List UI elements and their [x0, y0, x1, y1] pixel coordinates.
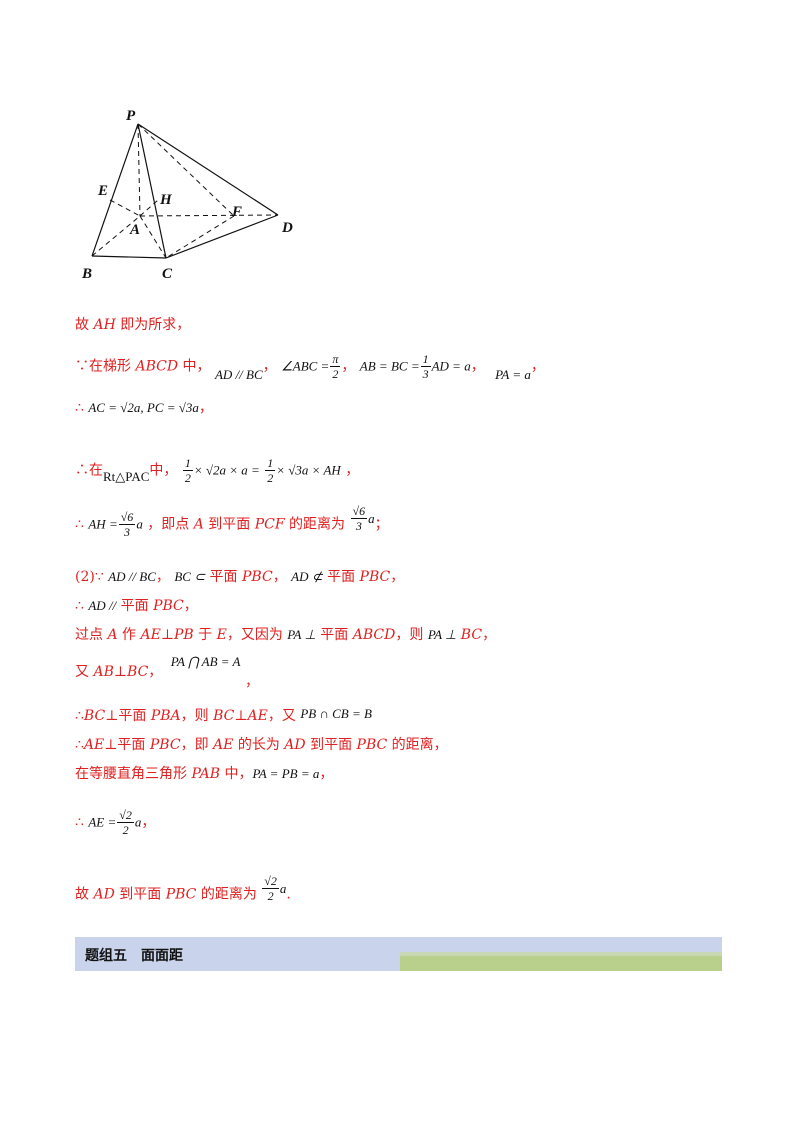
solution-line-10: ∴BC⊥平面 PBA，则 BC⊥AE，又 PB ∩ CB = B	[75, 706, 372, 724]
section-title: 题组五 面面距	[85, 948, 183, 964]
label-h: H	[159, 192, 173, 208]
solution-line-7: ∴ AD // 平面 PBC，	[75, 598, 198, 614]
section-banner: 题组五 面面距	[75, 937, 722, 971]
solution-line-9: 又 AB⊥BC， PA ⋂ AB = A ，	[75, 654, 259, 690]
label-f: F	[231, 204, 242, 220]
solution-line-3: ∴ AC = √2a, PC = √3a，	[75, 400, 213, 416]
solution-line-11: ∴AE⊥平面 PBC，即 AE 的长为 AD 到平面 PBC 的距离，	[75, 737, 448, 753]
solution-line-12: 在等腰直角三角形 PAB 中，PA = PB = a，	[75, 766, 334, 782]
label-a: A	[129, 222, 140, 238]
label-p: P	[126, 108, 136, 124]
label-b: B	[81, 266, 92, 282]
banner-accent-light	[400, 952, 722, 956]
pyramid-figure: P E H A F D B C	[81, 108, 293, 282]
solution-line-1: 故 AH 即为所求，	[75, 317, 191, 333]
solution-line-6: (2)∵ AD // BC， BC ⊂ 平面 PBC， AD ⊄ 平面 PBC，	[75, 569, 405, 585]
label-d: D	[281, 220, 293, 236]
banner-accent	[400, 956, 722, 971]
label-c: C	[162, 266, 173, 282]
solution-line-8: 过点 A 作 AE⊥PB 于 E，又因为 PA ⊥ 平面 ABCD，则 PA ⊥…	[75, 627, 497, 643]
label-e: E	[97, 183, 108, 199]
